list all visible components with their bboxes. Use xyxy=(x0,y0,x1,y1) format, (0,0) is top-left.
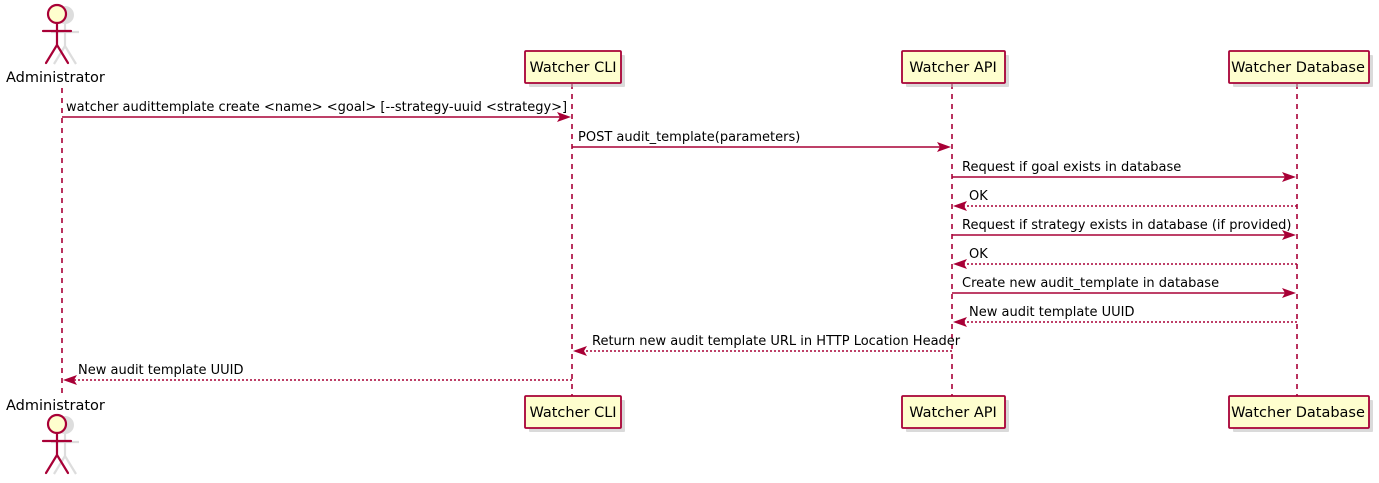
actor-administrator-bottom[interactable]: Administrator xyxy=(6,398,105,475)
arrowhead-left-icon xyxy=(573,346,587,356)
message-label: New audit template UUID xyxy=(969,305,1134,320)
lifelines xyxy=(61,84,1298,396)
message-arrow[interactable]: New audit template UUID xyxy=(63,363,572,385)
actor-head-icon xyxy=(46,413,68,435)
actor-legs-icon xyxy=(44,453,70,475)
actor-label-administrator-bottom: Administrator xyxy=(6,398,105,414)
participant-box[interactable] xyxy=(524,395,622,429)
message-arrow[interactable]: OK xyxy=(953,189,1297,211)
participant-label-watcher-database: Watcher Database xyxy=(1231,60,1365,76)
arrowhead-left-icon xyxy=(953,201,967,211)
message-label: Request if strategy exists in database (… xyxy=(962,218,1291,233)
message-label: OK xyxy=(969,247,988,262)
arrowhead-left-icon xyxy=(953,259,967,269)
arrowhead-right-icon xyxy=(557,112,571,122)
participant-label-watcher-api: Watcher API xyxy=(909,60,997,76)
participant-watcher-api-bottom[interactable]: Watcher API xyxy=(901,395,1009,432)
message-label: New audit template UUID xyxy=(78,363,243,378)
message-arrow[interactable]: Request if goal exists in database xyxy=(952,160,1296,182)
message-label: Return new audit template URL in HTTP Lo… xyxy=(592,334,961,349)
message-arrow[interactable]: Request if strategy exists in database (… xyxy=(952,218,1296,240)
message-label: POST audit_template(parameters) xyxy=(578,130,800,145)
participant-watcher-cli-bottom[interactable]: Watcher CLI xyxy=(524,395,625,432)
actor-label-administrator-top: Administrator xyxy=(6,70,105,86)
participant-label-watcher-cli: Watcher CLI xyxy=(529,60,616,76)
message-arrow[interactable]: POST audit_template(parameters) xyxy=(572,130,951,152)
actor-legs-icon xyxy=(44,43,70,65)
message-label: watcher audittemplate create <name> <goa… xyxy=(66,100,567,115)
actor-administrator-top[interactable]: Administrator xyxy=(6,3,105,86)
message-arrow[interactable]: Create new audit_template in database xyxy=(952,276,1296,298)
message-arrow[interactable]: OK xyxy=(953,247,1297,269)
arrowhead-left-icon xyxy=(63,375,77,385)
message-label: OK xyxy=(969,189,988,204)
message-arrow[interactable]: New audit template UUID xyxy=(953,305,1297,327)
message-arrow[interactable]: watcher audittemplate create <name> <goa… xyxy=(62,100,571,122)
participant-label-watcher-cli: Watcher CLI xyxy=(529,405,616,421)
participant-label-watcher-api: Watcher API xyxy=(909,405,997,421)
participant-watcher-api-top[interactable]: Watcher API xyxy=(901,50,1009,87)
arrowhead-right-icon xyxy=(1282,288,1296,298)
message-label: Create new audit_template in database xyxy=(962,276,1219,291)
arrowhead-left-icon xyxy=(953,317,967,327)
participant-box[interactable] xyxy=(901,395,1006,429)
participant-watcher-database-bottom[interactable]: Watcher Database xyxy=(1228,395,1373,432)
arrowhead-right-icon xyxy=(937,142,951,152)
actor-head-icon xyxy=(46,3,68,25)
arrowhead-right-icon xyxy=(1282,172,1296,182)
message-label: Request if goal exists in database xyxy=(962,160,1181,175)
participant-watcher-cli-top[interactable]: Watcher CLI xyxy=(524,50,625,87)
participant-watcher-database-top[interactable]: Watcher Database xyxy=(1228,50,1373,87)
participant-box[interactable] xyxy=(1228,395,1370,429)
participant-box[interactable] xyxy=(901,50,1006,84)
participant-label-watcher-database: Watcher Database xyxy=(1231,405,1365,421)
message-arrow[interactable]: Return new audit template URL in HTTP Lo… xyxy=(573,334,961,356)
arrowhead-right-icon xyxy=(1282,230,1296,240)
participant-box[interactable] xyxy=(524,50,622,84)
participant-box[interactable] xyxy=(1228,50,1370,84)
